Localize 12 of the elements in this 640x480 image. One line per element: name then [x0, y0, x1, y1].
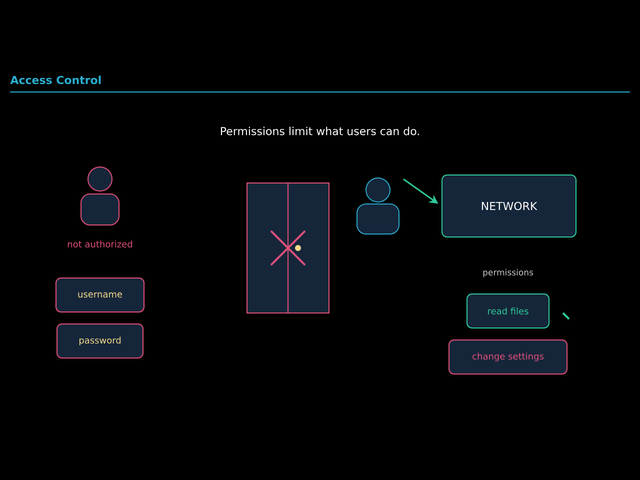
person-icon: [80, 166, 120, 226]
label-box: password: [56, 324, 144, 358]
section-title: Access Control: [10, 76, 101, 84]
caption: Permissions limit what users can do.: [220, 126, 419, 136]
status-text: not authorized: [68, 240, 132, 248]
permissions-label: permissions: [483, 268, 534, 278]
label-box: username: [56, 278, 144, 312]
label-box: change settings: [448, 340, 568, 374]
locked-door-drawing: [246, 182, 330, 314]
network-box: NETWORK: [442, 174, 576, 238]
person-icon: [356, 178, 400, 234]
label-box: read files: [466, 294, 550, 328]
